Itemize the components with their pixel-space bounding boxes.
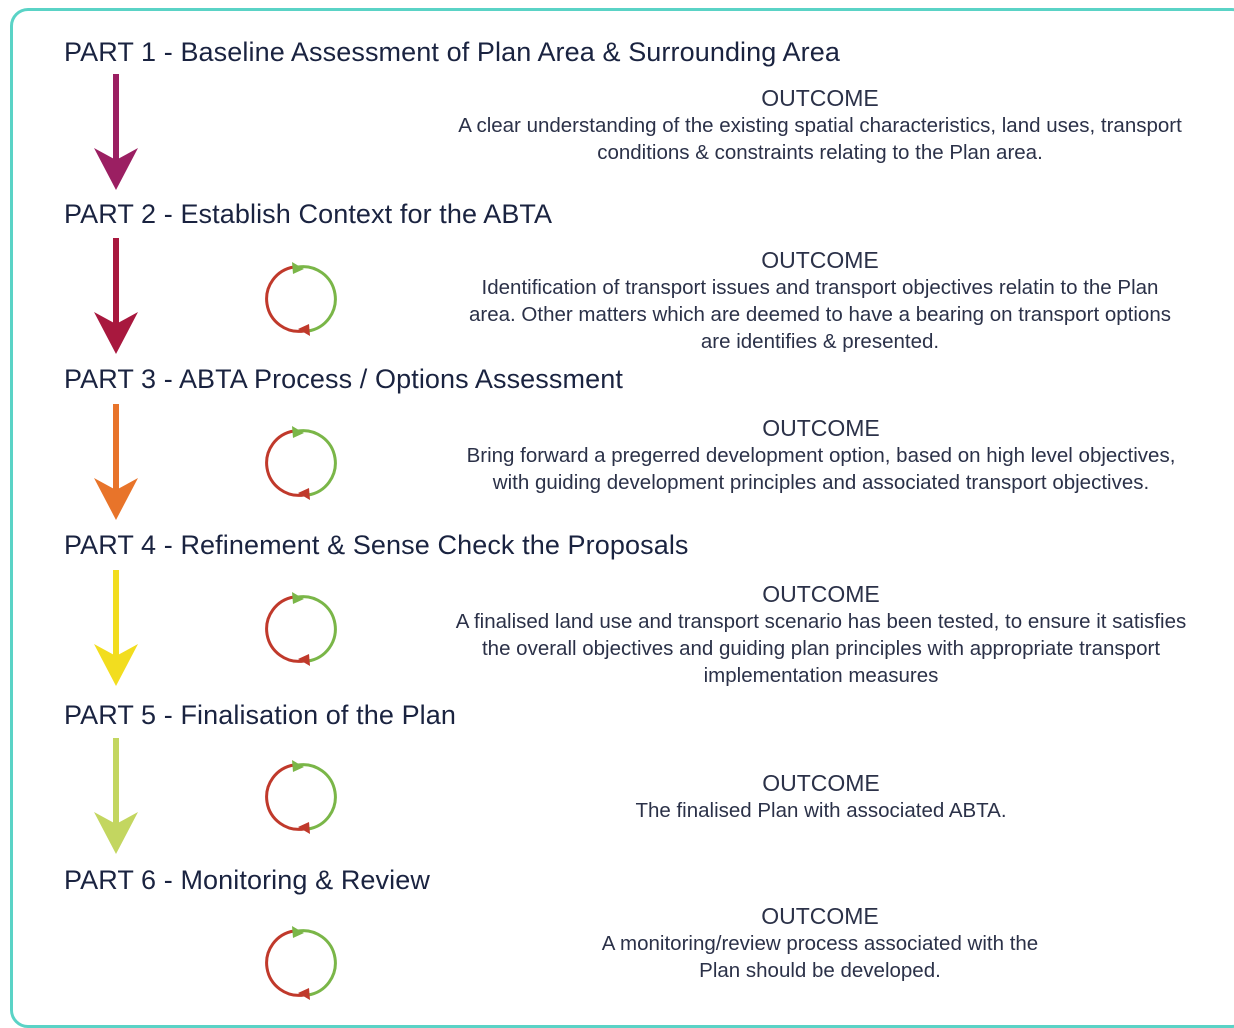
outcome-label: OUTCOME — [762, 770, 880, 796]
outcome-label: OUTCOME — [762, 415, 880, 441]
down-arrow-icon — [94, 74, 138, 190]
cycle-icon — [265, 760, 337, 834]
outcome-text: Bring forward a pregerred development op… — [466, 444, 1176, 494]
outcome-label: OUTCOME — [761, 903, 879, 929]
outcome-text: Identification of transport issues and t… — [469, 276, 1171, 353]
part-5-title: PART 5 - Finalisation of the Plan — [64, 700, 457, 730]
part-2-title: PART 2 - Establish Context for the ABTA — [64, 199, 553, 229]
outcome-text: A finalised land use and transport scena… — [455, 610, 1187, 687]
outcome-part-2: OUTCOME Identification of transport issu… — [460, 246, 1180, 355]
outcome-part-5: OUTCOME The finalised Plan with associat… — [446, 769, 1196, 824]
outcome-part-6: OUTCOME A monitoring/review process asso… — [590, 902, 1050, 984]
part-4-title: PART 4 - Refinement & Sense Check the Pr… — [64, 530, 689, 560]
outcome-label: OUTCOME — [761, 247, 879, 273]
part-6-title: PART 6 - Monitoring & Review — [64, 865, 430, 895]
down-arrow-icon — [94, 738, 138, 854]
cycle-icon — [265, 926, 337, 1000]
outcome-text: The finalised Plan with associated ABTA. — [635, 799, 1007, 822]
outcome-text: A clear understanding of the existing sp… — [458, 114, 1182, 164]
outcome-part-3: OUTCOME Bring forward a pregerred develo… — [446, 414, 1196, 496]
down-arrow-icon — [94, 238, 138, 354]
part-1-title: PART 1 - Baseline Assessment of Plan Are… — [64, 37, 840, 67]
outcome-text: A monitoring/review process associated w… — [601, 932, 1039, 982]
part-3-title: PART 3 - ABTA Process / Options Assessme… — [64, 364, 623, 394]
outcome-part-1: OUTCOME A clear understanding of the exi… — [448, 84, 1192, 166]
outcome-label: OUTCOME — [761, 85, 879, 111]
down-arrow-icon — [94, 404, 138, 520]
cycle-icon — [265, 592, 337, 666]
outcome-label: OUTCOME — [762, 581, 880, 607]
outcome-part-4: OUTCOME A finalised land use and transpo… — [446, 580, 1196, 689]
cycle-icon — [265, 262, 337, 336]
down-arrow-icon — [94, 570, 138, 686]
cycle-icon — [265, 426, 337, 500]
